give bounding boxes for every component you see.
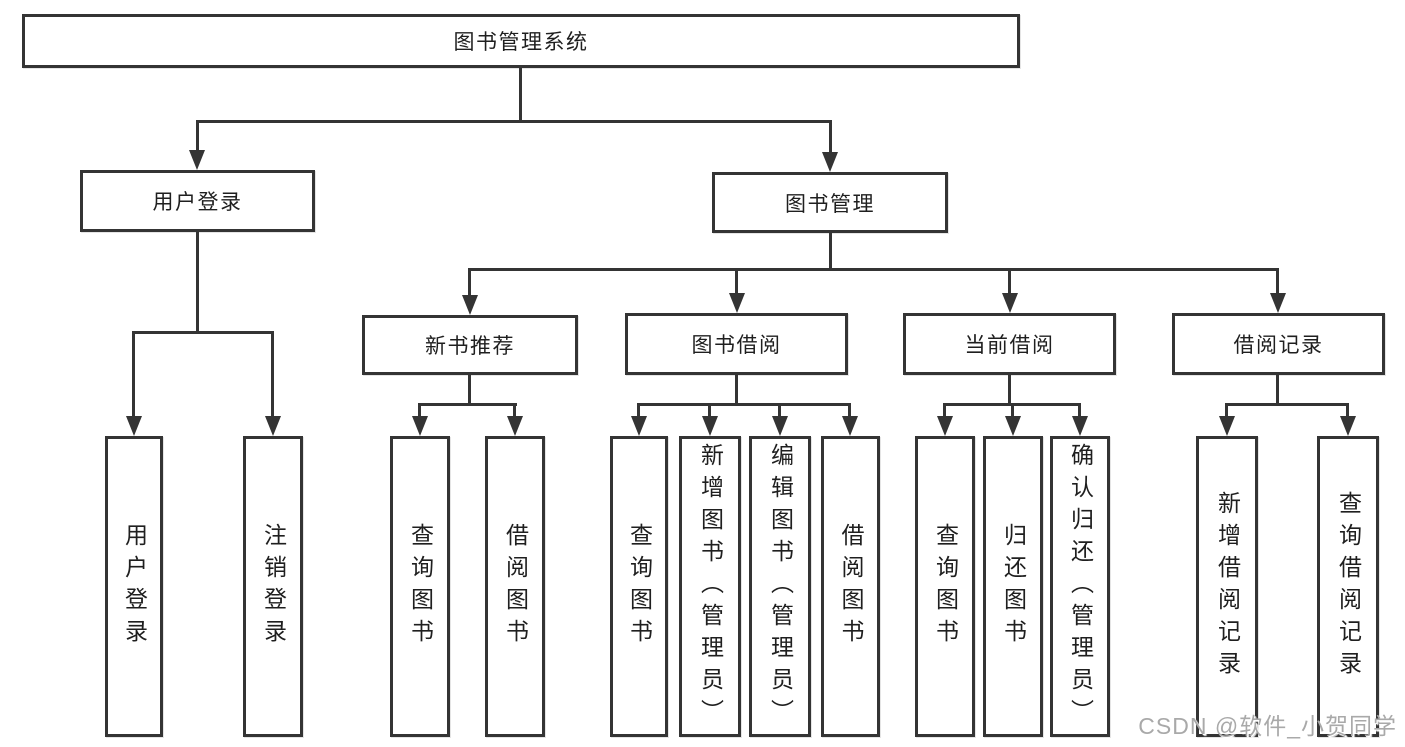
connector-line xyxy=(196,120,199,153)
csdn-watermark: CSDN @软件_小贺同学 xyxy=(1138,713,1397,739)
connector-arrow xyxy=(702,416,718,436)
connector-line xyxy=(418,403,517,406)
connector-arrow xyxy=(1005,416,1021,436)
connector-arrow xyxy=(189,150,205,170)
connector-line xyxy=(708,403,711,418)
connector-line xyxy=(519,68,522,121)
connector-line xyxy=(637,403,851,406)
node-book-borrowing: 图书借阅 xyxy=(625,313,848,375)
connector-arrow xyxy=(729,293,745,313)
connector-line xyxy=(196,232,199,333)
connector-arrow xyxy=(462,295,478,315)
node-current-borrowing: 当前借阅 xyxy=(903,313,1116,375)
node-label: 当前借阅 xyxy=(964,334,1055,357)
node-label: 新增借阅记录 xyxy=(1214,490,1241,683)
connector-line xyxy=(848,403,851,418)
connector-line xyxy=(271,331,274,417)
connector-line xyxy=(1346,403,1349,418)
connector-line xyxy=(1011,403,1014,418)
leaf-query-books-borrowing: 查询图书 xyxy=(610,436,668,737)
node-label: 编辑图书（管理员） xyxy=(767,442,794,731)
node-label: 新书推荐 xyxy=(425,335,515,358)
leaf-query-books-current: 查询图书 xyxy=(915,436,975,737)
connector-line xyxy=(1225,403,1228,418)
connector-line xyxy=(1276,375,1279,406)
node-label: 借阅图书 xyxy=(838,522,864,651)
connector-arrow xyxy=(1340,416,1356,436)
leaf-return-book: 归还图书 xyxy=(983,436,1043,737)
connector-arrow xyxy=(507,416,523,436)
connector-arrow xyxy=(265,416,281,436)
leaf-logout: 注销登录 xyxy=(243,436,303,737)
node-label: 图书借阅 xyxy=(691,334,782,357)
node-label: 查询图书 xyxy=(932,522,959,651)
leaf-add-book-admin: 新增图书（管理员） xyxy=(679,436,741,737)
node-label: 查询图书 xyxy=(407,522,434,651)
connector-arrow xyxy=(1072,416,1088,436)
connector-line xyxy=(1276,268,1279,295)
connector-line xyxy=(778,403,781,418)
connector-line xyxy=(468,375,471,406)
leaf-query-borrow-record: 查询借阅记录 xyxy=(1317,436,1379,737)
connector-line xyxy=(513,403,516,418)
connector-line xyxy=(1078,403,1081,418)
connector-line xyxy=(829,233,832,271)
node-label: 确认归还（管理员） xyxy=(1067,442,1094,731)
node-label: 查询借阅记录 xyxy=(1335,490,1362,683)
connector-arrow xyxy=(1219,416,1235,436)
node-root-library-system: 图书管理系统 xyxy=(22,14,1020,68)
node-new-book-recommend: 新书推荐 xyxy=(362,315,578,375)
node-label: 查询图书 xyxy=(626,522,653,651)
connector-arrow xyxy=(631,416,647,436)
connector-arrow xyxy=(937,416,953,436)
connector-arrow xyxy=(842,416,858,436)
connector-arrow xyxy=(772,416,788,436)
node-label: 新增图书（管理员） xyxy=(697,442,724,731)
node-label: 图书管理 xyxy=(785,192,875,216)
node-borrow-records: 借阅记录 xyxy=(1172,313,1385,375)
connector-arrow xyxy=(822,152,838,172)
leaf-confirm-return-admin: 确认归还（管理员） xyxy=(1050,436,1110,737)
connector-line xyxy=(132,331,135,417)
connector-line xyxy=(943,403,946,418)
connector-line xyxy=(637,403,640,418)
leaf-borrow-books-recommend: 借阅图书 xyxy=(485,436,545,737)
node-label: 借阅图书 xyxy=(502,522,529,651)
node-label: 借阅记录 xyxy=(1233,334,1324,357)
node-label: 图书管理系统 xyxy=(453,31,589,54)
connector-line xyxy=(1008,375,1011,406)
connector-arrow xyxy=(1270,293,1286,313)
leaf-query-books-recommend: 查询图书 xyxy=(390,436,450,737)
leaf-borrow-books: 借阅图书 xyxy=(821,436,880,737)
leaf-edit-book-admin: 编辑图书（管理员） xyxy=(749,436,811,737)
connector-line xyxy=(735,375,738,406)
node-label: 注销登录 xyxy=(260,522,287,651)
node-user-login: 用户登录 xyxy=(80,170,315,232)
connector-line xyxy=(1225,403,1349,406)
connector-line xyxy=(418,403,421,418)
node-label: 用户登录 xyxy=(152,191,243,214)
leaf-add-borrow-record: 新增借阅记录 xyxy=(1196,436,1258,737)
connector-arrow xyxy=(412,416,428,436)
connector-arrow xyxy=(1002,293,1018,313)
connector-line xyxy=(829,120,832,155)
node-book-management: 图书管理 xyxy=(712,172,948,233)
node-label: 用户登录 xyxy=(121,522,148,651)
connector-line xyxy=(1008,268,1011,295)
connector-line xyxy=(735,268,738,295)
connector-line xyxy=(132,331,274,334)
node-label: 归还图书 xyxy=(1000,522,1027,651)
connector-line xyxy=(196,120,832,123)
connector-arrow xyxy=(126,416,142,436)
connector-line xyxy=(468,268,1279,271)
connector-line xyxy=(468,268,471,297)
leaf-user-login: 用户登录 xyxy=(105,436,163,737)
